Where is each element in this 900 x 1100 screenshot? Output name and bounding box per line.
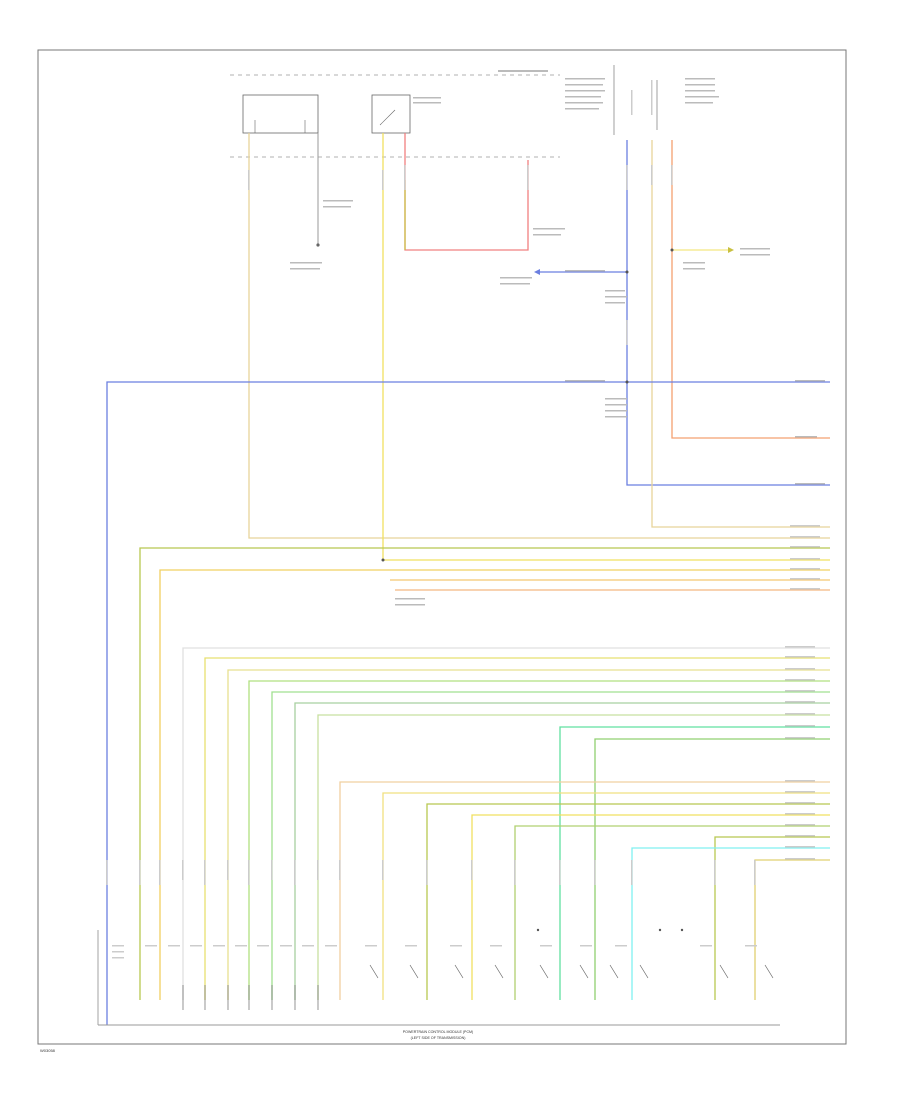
diagram-frame (37, 49, 847, 1045)
switch-symbols (182, 964, 774, 1010)
relay-box-left (242, 94, 319, 134)
wire-lower-16 (631, 847, 830, 1000)
wire-blue-upper (626, 140, 830, 486)
component-labels-bottom (112, 945, 757, 959)
vertical-wire-labels (106, 80, 756, 885)
ground-dot (316, 243, 320, 247)
wire-lower-10 (339, 781, 830, 1000)
splice-dots (381, 248, 684, 932)
wire-lower-1 (182, 647, 830, 1000)
wire-lower-15 (714, 836, 830, 1000)
wire-lower-12 (426, 803, 830, 1000)
wire-orange (671, 140, 830, 439)
wire-olive-green (139, 547, 830, 1000)
footer-line-1: POWERTRAIN CONTROL MODULE (PCM) (403, 1030, 473, 1034)
wire-blue-long (106, 381, 830, 1025)
wire-red-loop (404, 133, 529, 251)
illegible-labels (290, 70, 825, 606)
footer-line-2: (LEFT SIDE OF TRANSMISSION) (411, 1036, 466, 1040)
wire-lower-14 (514, 825, 830, 1000)
wire-lower-13 (471, 814, 830, 1000)
wire-lower-11 (382, 792, 830, 1000)
wire-lower-3 (227, 669, 830, 1000)
relay-box-right (371, 94, 411, 134)
arrow-right (728, 247, 734, 253)
wire-end-labels (785, 525, 820, 860)
wire-lower-5 (271, 691, 830, 1000)
wire-lower-17 (754, 859, 830, 1000)
diagram-id: W03058 (40, 1048, 56, 1053)
wire-yellow-group-2 (159, 569, 830, 1000)
wire-lower-6 (294, 702, 830, 1000)
wire-lower-7 (317, 714, 830, 1000)
wire-pale-yellow-right (651, 140, 830, 528)
wire-lower-8 (559, 726, 830, 1000)
wire-lower-2 (204, 657, 830, 1000)
wire-pale-yellow-main (248, 133, 830, 539)
arrow-left (534, 269, 540, 275)
wire-lower-9 (594, 738, 830, 1000)
wire-lower-4 (248, 680, 830, 1000)
